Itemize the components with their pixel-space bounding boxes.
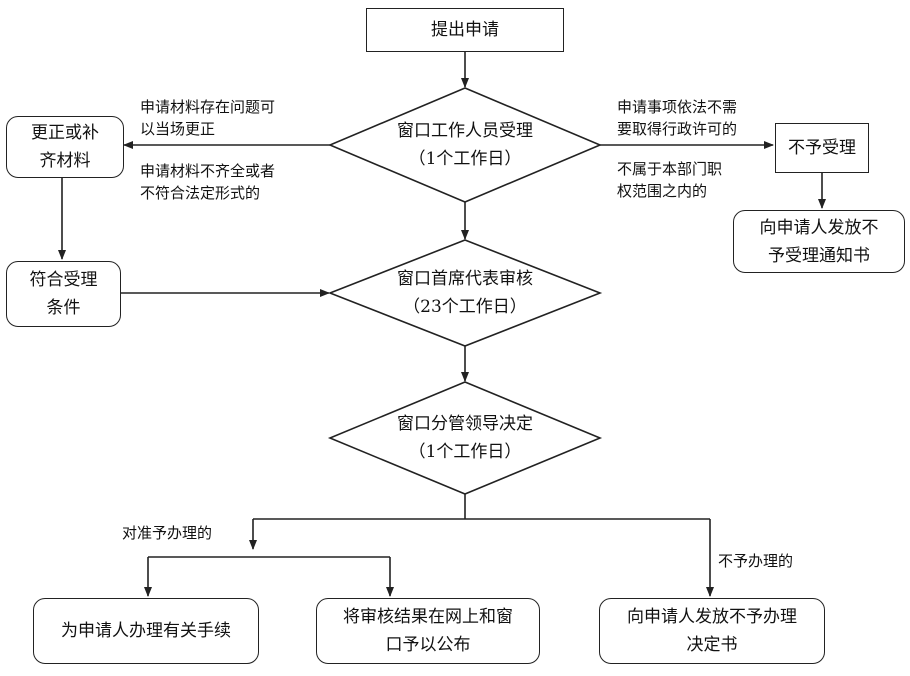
handle-procedures-box: 为申请人办理有关手续 [33,598,259,664]
label-incomplete: 申请材料不齐全或者 不符合法定形式的 [140,162,276,202]
not-accept-box: 不予受理 [775,123,869,173]
notice-not-accept-box: 向申请人发放不 予受理通知书 [733,210,905,273]
start-box: 提出申请 [366,8,564,52]
publish-result-box: 将审核结果在网上和窗 口予以公布 [316,598,540,664]
supplement-box: 更正或补 齐材料 [6,116,124,178]
label-approve: 对准予办理的 [122,524,213,542]
accept-diamond-text: 窗口工作人员受理 （1个工作日） [397,121,533,169]
label-refuse: 不予办理的 [718,552,794,570]
decide-diamond-text: 窗口分管领导决定 （1个工作日） [397,414,533,462]
label-out-of-scope: 不属于本部门职 权范围之内的 [617,160,723,200]
refuse-decision-box: 向申请人发放不予办理 决定书 [599,598,825,664]
eligible-box: 符合受理 条件 [6,261,121,327]
label-correct-on-site: 申请材料存在问题可 以当场更正 [140,98,276,138]
review-diamond-text: 窗口首席代表审核 （23个工作日） [397,269,533,317]
label-no-permit-needed: 申请事项依法不需 要取得行政许可的 [617,98,738,138]
